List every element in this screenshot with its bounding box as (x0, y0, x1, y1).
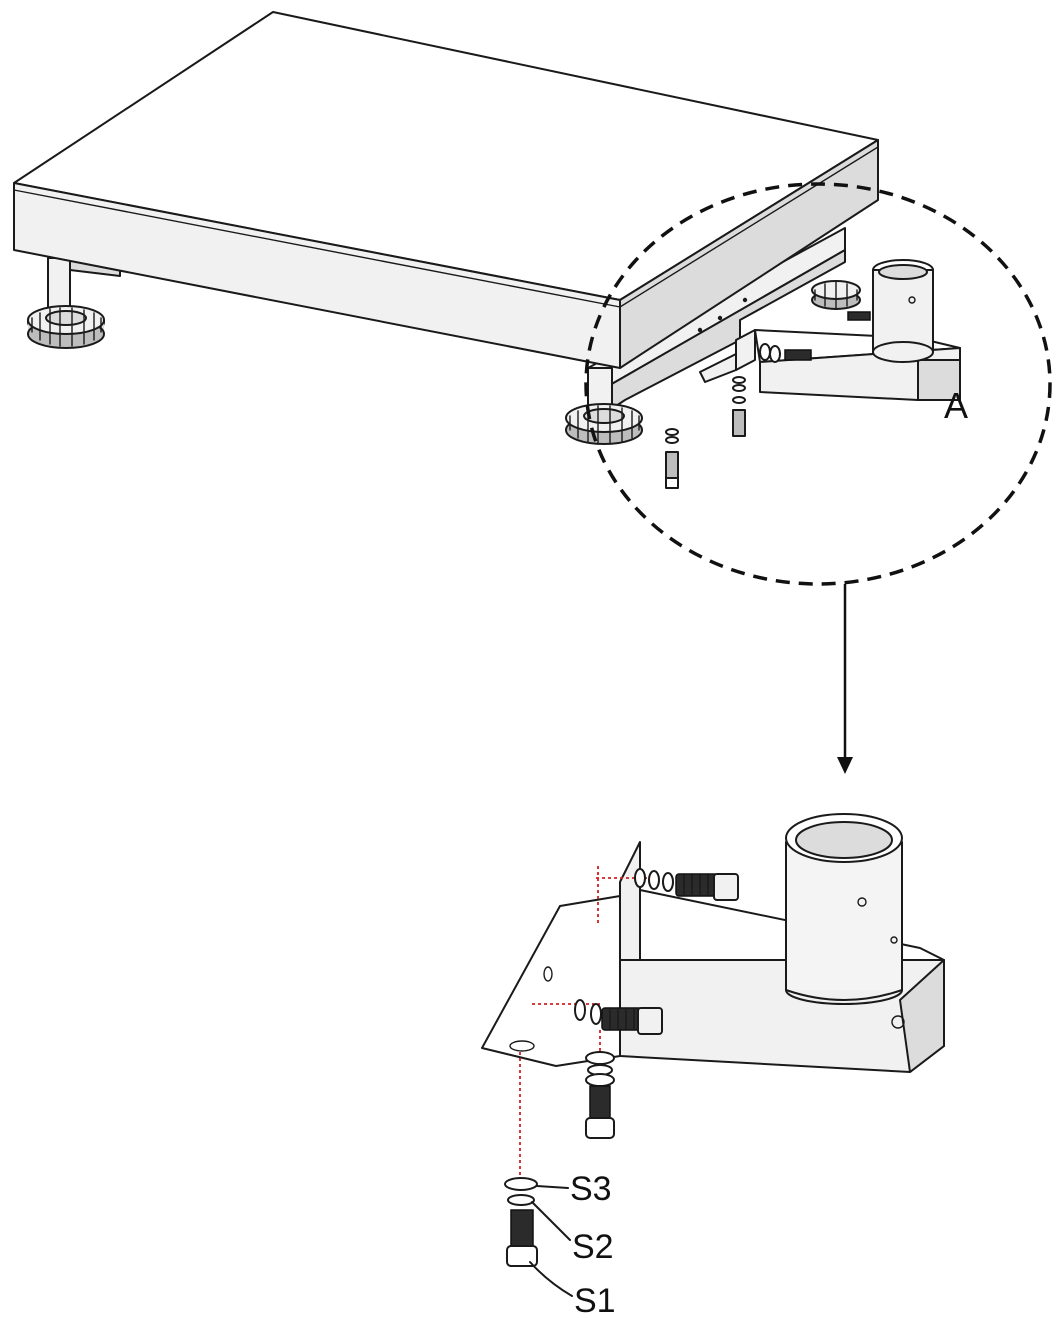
pipe-socket (785, 813, 903, 1005)
platform-scale: A (13, 11, 1052, 774)
flat-washer-label: S3 (570, 1170, 612, 1208)
flat-washer (504, 1177, 538, 1191)
screw-label: S1 (574, 1282, 616, 1318)
bracket-base-flange (481, 895, 621, 1067)
rear-right-foot (811, 280, 861, 310)
detail-callout-circle (584, 182, 1052, 586)
bracket-small (665, 259, 961, 489)
lower-side-screw (532, 999, 663, 1035)
right-foot (565, 403, 643, 445)
detail-arrow (837, 584, 853, 774)
upper-side-screw (596, 868, 739, 901)
platform-top (13, 11, 879, 369)
left-foot (27, 305, 105, 349)
middle-vertical-screw (585, 1030, 615, 1139)
detail-label: A (944, 385, 968, 426)
spring-washer (507, 1194, 535, 1206)
spring-washer-label: S2 (572, 1228, 614, 1266)
bracket-detail: S3 S2 S1 (481, 813, 945, 1318)
socket-screw (510, 1209, 534, 1251)
fastener-stack (504, 1052, 573, 1297)
